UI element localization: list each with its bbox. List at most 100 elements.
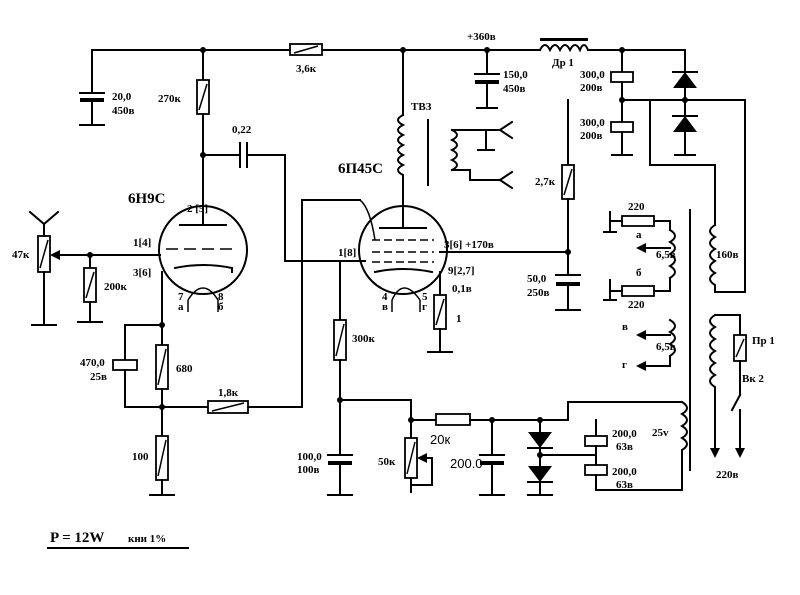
c-200b-value: 200,0	[612, 466, 637, 478]
r-20k-label: 20к	[430, 432, 450, 447]
input-jack	[28, 210, 60, 237]
bias-network	[327, 260, 688, 496]
c300a-value: 300,0	[580, 69, 605, 81]
pot-50k-label: 50к	[378, 456, 396, 468]
c-200-label: 200.0	[450, 456, 483, 471]
c-50-value: 50,0	[527, 273, 547, 285]
tube-6n9s-label: 6Н9С	[128, 191, 166, 207]
tube2-pin-5: 5	[422, 291, 428, 303]
junction	[200, 47, 206, 53]
capacitor-c1	[79, 92, 105, 102]
tap-b: б	[636, 267, 642, 279]
tap-v: в	[622, 321, 628, 333]
r-300k-label: 300к	[352, 333, 376, 345]
screen-feed	[439, 99, 581, 311]
c1-voltage: 450в	[112, 105, 135, 117]
c-200a-voltage: 63в	[616, 441, 633, 453]
junction	[159, 404, 165, 410]
c150-value: 150,0	[503, 69, 528, 81]
junction	[400, 47, 406, 53]
winding-25v-label: 25v	[652, 427, 669, 439]
c-50-voltage: 250в	[527, 287, 550, 299]
pot-47k-label: 47к	[12, 249, 30, 261]
cathode-resistor-1	[427, 271, 453, 353]
power-transformer	[649, 99, 747, 471]
junction	[537, 452, 543, 458]
r-1-label: 1	[456, 313, 462, 325]
power-spec: P = 12W	[50, 530, 104, 546]
r-2k7-label: 2,7к	[535, 176, 556, 188]
junction	[489, 417, 495, 423]
r-100-label: 100	[132, 451, 149, 463]
choke-dr1	[538, 38, 590, 53]
anode-resistor-270k	[196, 79, 210, 201]
r-220a-label: 220	[628, 201, 645, 213]
c300a-voltage: 200в	[580, 82, 603, 94]
thd-spec: кни 1%	[128, 533, 166, 545]
choke-label: Др 1	[552, 57, 574, 69]
tube2-cathode-voltage: 0,1в	[452, 283, 472, 295]
c-470-voltage: 25в	[90, 371, 107, 383]
supply-360v-label: +360в	[467, 31, 496, 43]
tube1-pin-grid: 1[4]	[133, 237, 151, 249]
mains-220v-label: 220в	[716, 469, 739, 481]
filament-windings	[603, 211, 676, 371]
junction	[565, 249, 571, 255]
junction	[619, 47, 625, 53]
tube2-pin-screen: 3[6] +170в	[444, 239, 494, 251]
fil-65-b: 6,5в	[656, 341, 676, 353]
r-270k-label: 270к	[158, 93, 182, 105]
heater-leads	[187, 300, 219, 312]
tube2-pin-cathode: 9[2,7]	[448, 265, 475, 277]
tube1-pin-8: 8	[218, 291, 224, 303]
tube2-pin-v: в	[382, 301, 388, 313]
tv3-label: ТВЗ	[411, 101, 432, 113]
capacitor-300-bottom	[610, 121, 634, 133]
coupling-capacitor-022	[202, 142, 366, 262]
volume-pot-47k	[31, 235, 161, 326]
tube-6p45s	[358, 184, 448, 312]
c-022-label: 0,22	[232, 124, 252, 136]
capacitor-300-top	[610, 71, 634, 83]
grid-resistor-200k	[77, 254, 103, 323]
tap-g: г	[622, 359, 627, 371]
tube2-pin-4: 4	[382, 291, 388, 303]
output-transformer-tv3	[397, 113, 514, 190]
c300b-value: 300,0	[580, 117, 605, 129]
junction	[484, 47, 490, 53]
r-1k8-label: 1,8к	[218, 387, 239, 399]
junction	[337, 397, 343, 403]
r-680-label: 680	[176, 363, 193, 375]
c-200b-voltage: 63в	[616, 479, 633, 491]
tube-6p45s-label: 6П45С	[338, 161, 383, 177]
tube2-pin-g: г	[422, 301, 427, 313]
tube1-pin-cathode: 3[6]	[133, 267, 151, 279]
switch-label: Вк 2	[742, 373, 764, 385]
r-220b-label: 220	[628, 299, 645, 311]
c-470-value: 470,0	[80, 357, 105, 369]
winding-160v-label: 160в	[716, 249, 739, 261]
tube1-pin-b: б	[218, 301, 224, 313]
fuse-label: Пр 1	[752, 335, 775, 347]
c-100-voltage: 100в	[297, 464, 320, 476]
c1-value: 20,0	[112, 91, 132, 103]
cathode-circuit-1	[112, 271, 209, 496]
tube1-pin-7: 7	[178, 291, 184, 303]
tube2-pin-grid: 1[8]	[338, 247, 356, 259]
c300b-voltage: 200в	[580, 130, 603, 142]
c150-voltage: 450в	[503, 83, 526, 95]
tube-6n9s	[158, 199, 248, 301]
r-200k-label: 200к	[104, 281, 128, 293]
tap-a: а	[636, 229, 642, 241]
feedback-resistor-1k8	[207, 199, 361, 414]
c-200a-value: 200,0	[612, 428, 637, 440]
junction	[159, 322, 165, 328]
tube1-pin-anode: 2 [5]	[187, 203, 208, 215]
tube1-pin-a: а	[178, 301, 184, 313]
capacitor-c150	[474, 73, 500, 84]
fil-65-a: 6,5в	[656, 249, 676, 261]
c-100-value: 100,0	[297, 451, 322, 463]
r-3k6-label: 3,6к	[296, 63, 317, 75]
